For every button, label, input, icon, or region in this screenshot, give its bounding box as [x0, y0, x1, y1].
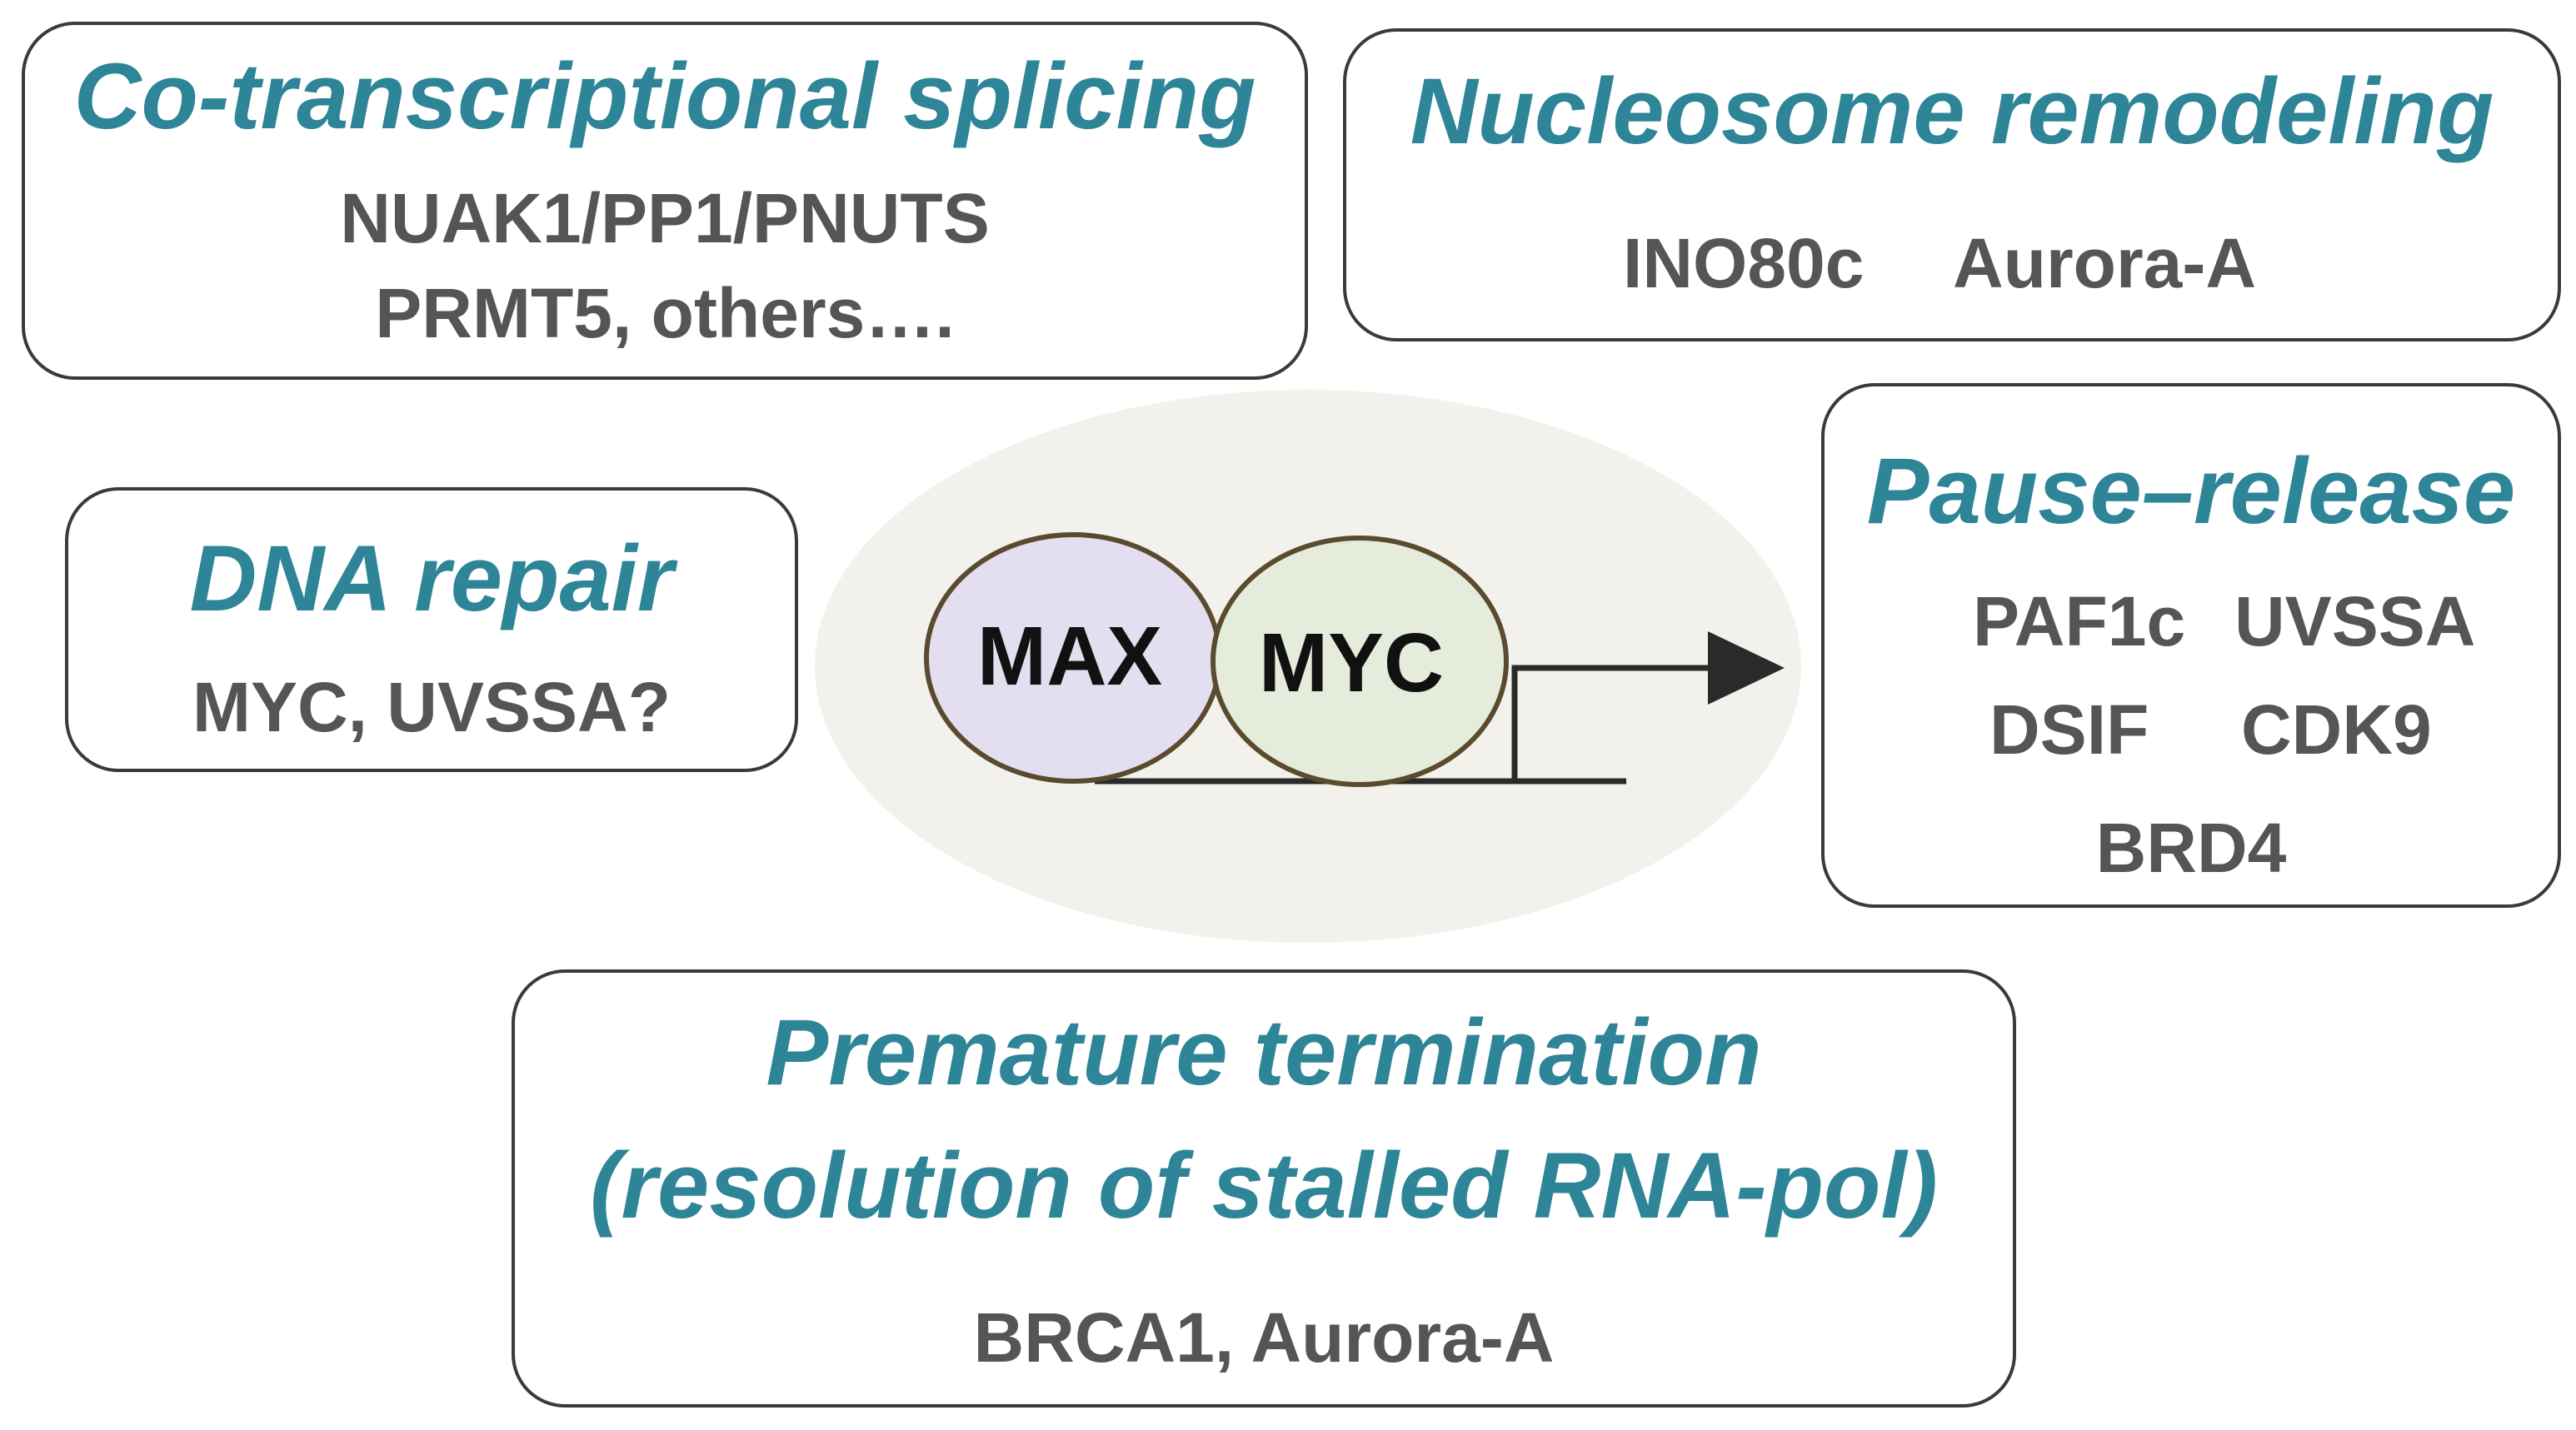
- pause-release-box: Pause–release PAF1c UVSSA DSIF CDK9 BRD4: [1821, 383, 2561, 908]
- myc-label: MYC: [1259, 616, 1444, 710]
- pause-item-brd4: BRD4: [2095, 809, 2287, 887]
- myc-protein: [1211, 536, 1509, 787]
- splicing-title: Co-transcriptional splicing: [73, 44, 1256, 148]
- splicing-item-line-2: PRMT5, others….: [375, 274, 955, 352]
- termination-title-line-2: (resolution of stalled RNA-pol): [590, 1134, 1938, 1238]
- splicing-box: Co-transcriptional splicing NUAK1/PP1/PN…: [22, 22, 1308, 380]
- max-myc-diagram: MAX MYC: [815, 390, 1801, 943]
- pause-item-uvssa: UVSSA: [2234, 582, 2476, 660]
- transcription-arrow-head: [1708, 631, 1785, 705]
- nucleosome-item-ino80c: INO80c: [1623, 224, 1865, 302]
- nucleosome-item-aurora-a: Aurora-A: [1953, 224, 2257, 302]
- termination-items: BRCA1, Aurora-A: [973, 1298, 1555, 1377]
- dna-repair-box: DNA repair MYC, UVSSA?: [65, 487, 798, 772]
- splicing-item-line-1: NUAK1/PP1/PNUTS: [340, 179, 990, 257]
- pause-release-title: Pause–release: [1866, 439, 2516, 543]
- max-label: MAX: [977, 610, 1162, 703]
- dna-repair-items: MYC, UVSSA?: [192, 668, 671, 746]
- pause-item-dsif: DSIF: [1989, 690, 2149, 769]
- pause-item-cdk9: CDK9: [2241, 690, 2432, 769]
- nucleosome-box: Nucleosome remodeling INO80c Aurora-A: [1343, 28, 2561, 341]
- pause-item-paf1c: PAF1c: [1973, 582, 2186, 660]
- termination-title-line-1: Premature termination: [766, 1000, 1762, 1104]
- transcription-arrow-stem: [1511, 665, 1725, 781]
- dna-repair-title: DNA repair: [189, 526, 674, 630]
- nucleosome-title: Nucleosome remodeling: [1410, 59, 2494, 163]
- termination-box: Premature termination (resolution of sta…: [512, 969, 2016, 1408]
